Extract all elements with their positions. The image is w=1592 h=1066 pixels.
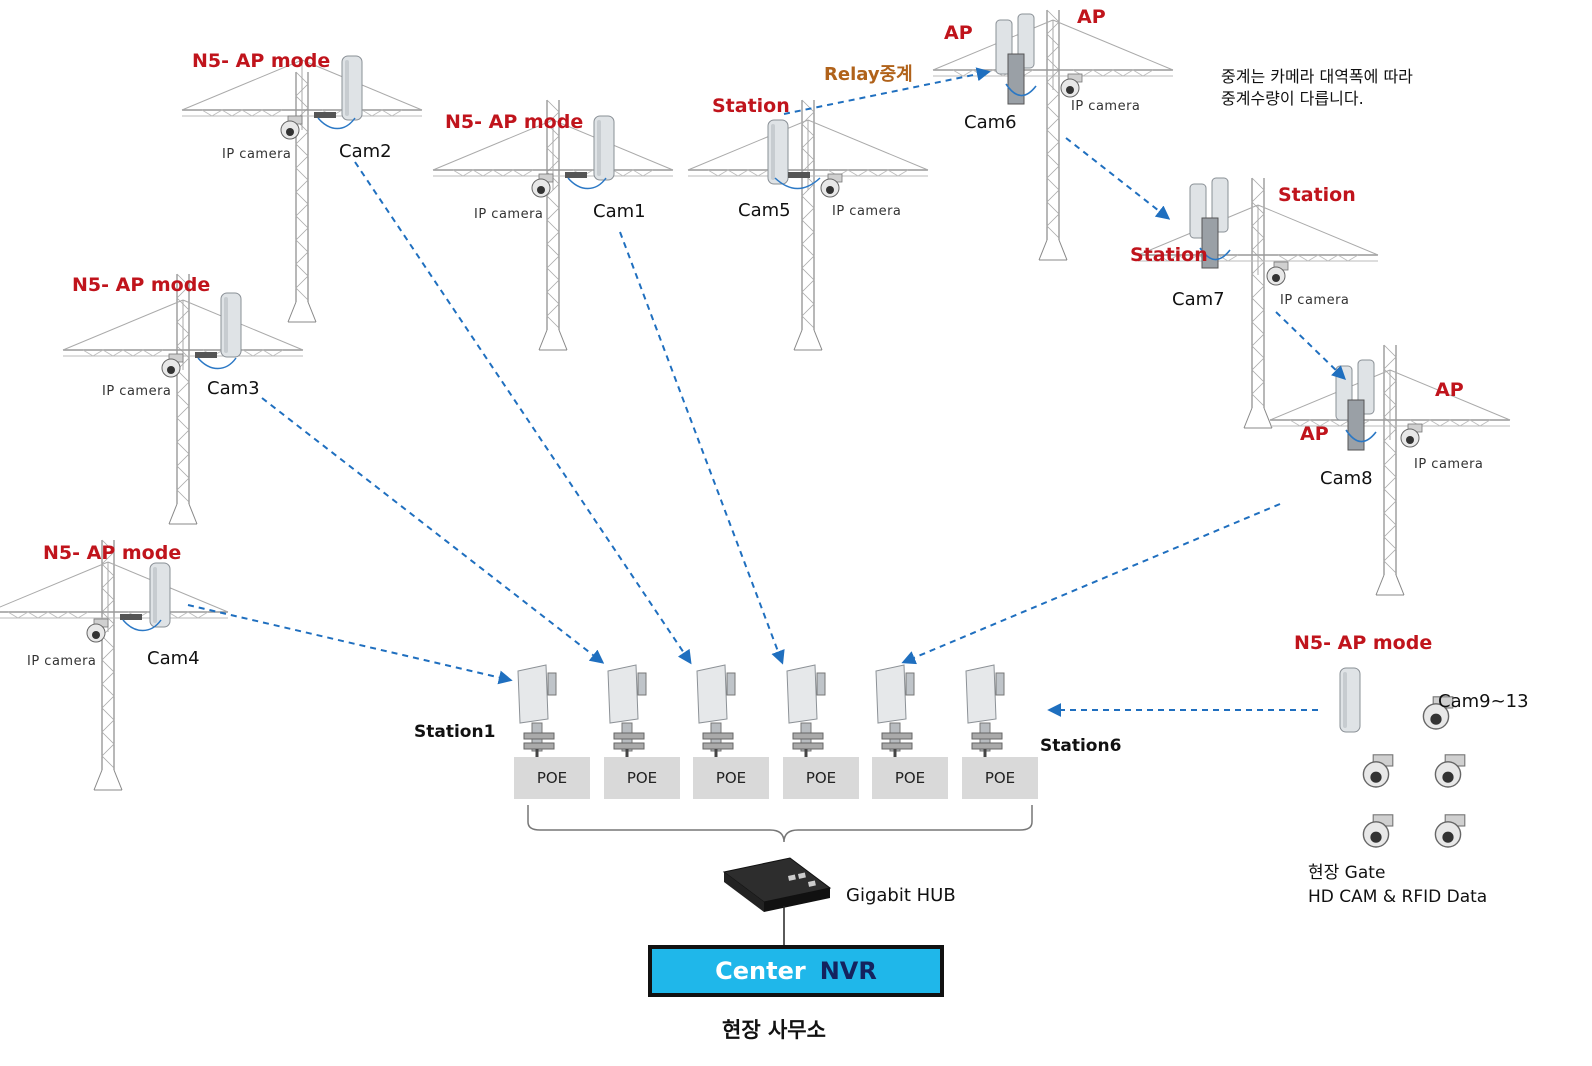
poe-box-2: POE <box>604 757 680 799</box>
cam7-role-left: Station <box>1130 244 1208 266</box>
nvr-word-center: Center <box>715 957 806 985</box>
cam1-name: Cam1 <box>593 201 646 222</box>
station6-label: Station6 <box>1040 736 1122 756</box>
cam8-ip-camera-label: IP camera <box>1414 457 1484 472</box>
cam7-ip-camera-label: IP camera <box>1280 293 1350 308</box>
cam7-name: Cam7 <box>1172 289 1225 310</box>
relay-note-line2: 중계수량이 다릅니다. <box>1221 89 1364 108</box>
link-cam7-cam8 <box>1275 311 1347 380</box>
station-radios <box>516 663 1006 759</box>
gate-cam-name: Cam9~13 <box>1438 691 1529 712</box>
gate-line1: 현장 Gate <box>1308 863 1386 883</box>
cam5-role-label: Station <box>712 95 790 117</box>
gate-mode-label: N5- AP mode <box>1294 632 1433 654</box>
office-label: 현장 사무소 <box>722 1018 826 1042</box>
cam8-role-right: AP <box>1435 379 1464 401</box>
poe-box-1: POE <box>514 757 590 799</box>
cam2-ip-camera-label: IP camera <box>222 147 292 162</box>
link-cam8-station5 <box>901 503 1281 665</box>
station1-label: Station1 <box>414 722 496 742</box>
cam2-name: Cam2 <box>339 141 392 162</box>
cam8-name: Cam8 <box>1320 468 1373 489</box>
link-cam6-cam7 <box>1065 137 1171 220</box>
poe-box-6: POE <box>962 757 1038 799</box>
relay-note: 중계는 카메라 대역폭에 따라 중계수량이 다릅니다. <box>1221 66 1413 110</box>
wireless-links <box>187 67 1347 717</box>
poe-bracket <box>527 805 1033 843</box>
gate-description: 현장 Gate HD CAM & RFID Data <box>1308 861 1487 909</box>
cam4-name: Cam4 <box>147 648 200 669</box>
gigabit-hub <box>722 857 832 912</box>
tower-cam6 <box>932 9 1174 261</box>
relay-note-line1: 중계는 카메라 대역폭에 따라 <box>1221 67 1413 86</box>
link-cam5-cam6 <box>783 67 991 115</box>
link-cam1-station4 <box>619 231 785 665</box>
center-nvr-box: Center NVR <box>648 945 944 997</box>
poe-box-5: POE <box>872 757 948 799</box>
tower-cam3 <box>62 273 304 525</box>
link-cam4-station1 <box>187 604 513 685</box>
tower-cam1 <box>432 99 674 351</box>
relay-label: Relay중계 <box>824 64 913 85</box>
tower-cam2 <box>181 55 423 323</box>
cam6-name: Cam6 <box>964 112 1017 133</box>
cam3-mode-label: N5- AP mode <box>72 274 211 296</box>
cam5-name: Cam5 <box>738 200 791 221</box>
cam5-ip-camera-label: IP camera <box>832 204 902 219</box>
cam3-name: Cam3 <box>207 378 260 399</box>
nvr-word-nvr: NVR <box>819 957 877 985</box>
link-cam3-station2 <box>261 397 605 664</box>
tower-cam5 <box>687 99 929 351</box>
gate-line2: HD CAM & RFID Data <box>1308 887 1488 907</box>
cam4-ip-camera-label: IP camera <box>27 654 97 669</box>
cam6-role-left: AP <box>944 22 973 44</box>
cam1-mode-label: N5- AP mode <box>445 111 584 133</box>
cam6-ip-camera-label: IP camera <box>1071 99 1141 114</box>
cam1-ip-camera-label: IP camera <box>474 207 544 222</box>
cam6-role-right: AP <box>1077 6 1106 28</box>
cam4-mode-label: N5- AP mode <box>43 542 182 564</box>
hub-label: Gigabit HUB <box>846 885 956 906</box>
cam2-mode-label: N5- AP mode <box>192 50 331 72</box>
cam7-role-right: Station <box>1278 184 1356 206</box>
tower-cam4 <box>0 539 229 791</box>
cam8-role-left: AP <box>1300 423 1329 445</box>
link-cam2-station3 <box>354 161 692 665</box>
poe-box-4: POE <box>783 757 859 799</box>
cam3-ip-camera-label: IP camera <box>102 384 172 399</box>
poe-box-3: POE <box>693 757 769 799</box>
